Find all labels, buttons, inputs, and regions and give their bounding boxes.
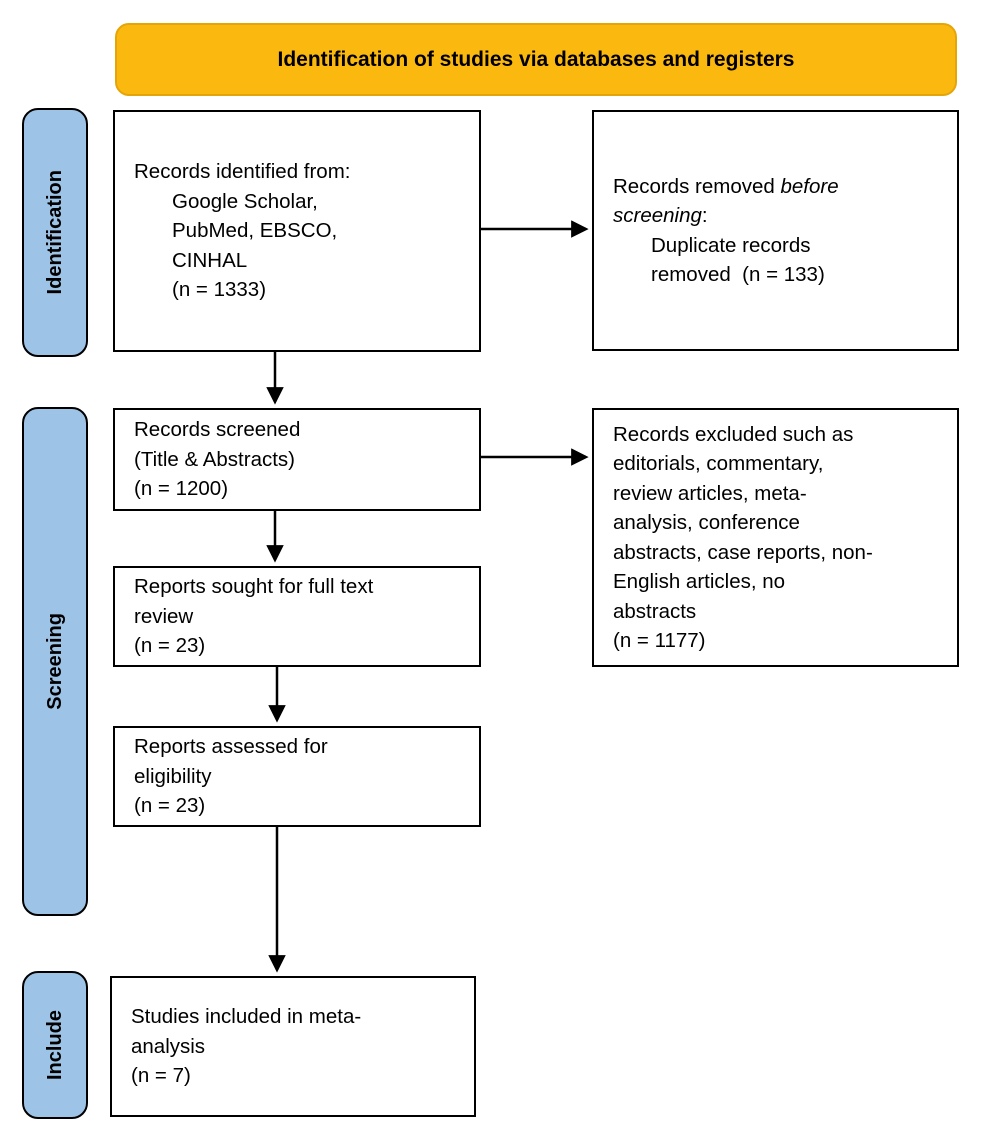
box-reports-sought: Reports sought for full text review (n =…	[113, 566, 481, 667]
stage-label-identification: Identification	[22, 108, 88, 357]
box-studies-included: Studies included in meta- analysis (n = …	[110, 976, 476, 1117]
records-removed-count: removed (n = 133)	[651, 263, 825, 286]
stage-label-include: Include	[22, 971, 88, 1119]
box-reports-assessed: Reports assessed for eligibility (n = 23…	[113, 726, 481, 827]
stage-label-screening: Screening	[22, 407, 88, 916]
records-identified-count: (n = 1333)	[172, 278, 267, 302]
banner-title-text: Identification of studies via databases …	[277, 47, 795, 71]
records-removed-heading-line2: screening:	[613, 201, 952, 231]
studies-included-line: analysis	[131, 1034, 206, 1058]
box-records-identified: Records identified from: Google Scholar,…	[113, 110, 481, 352]
records-excluded-line: analysis, conference	[613, 511, 800, 534]
reports-assessed-line: eligibility	[134, 764, 212, 788]
records-excluded-line: English articles, no	[613, 570, 786, 593]
records-identified-source: PubMed, EBSCO,	[172, 219, 338, 243]
records-excluded-count: (n = 1177)	[613, 629, 706, 652]
stage-label-screening-text: Screening	[43, 613, 66, 710]
studies-included-line: Studies included in meta-	[131, 1005, 362, 1029]
records-removed-heading-line1: Records removed before	[613, 172, 952, 202]
reports-sought-line: review	[134, 604, 194, 628]
reports-sought-line: Reports sought for full text	[134, 575, 374, 599]
studies-included-count: (n = 7)	[131, 1064, 191, 1088]
records-removed-italic-text: screening	[613, 204, 702, 227]
records-excluded-line: abstracts	[613, 599, 697, 623]
box-records-screened: Records screened (Title & Abstracts) (n …	[113, 408, 481, 511]
records-removed-text: Records removed	[613, 174, 781, 198]
stage-label-identification-text: Identification	[43, 170, 66, 295]
banner-title: Identification of studies via databases …	[115, 23, 957, 96]
records-excluded-line: Records excluded such as	[613, 422, 854, 446]
records-excluded-line: abstracts, case reports, non-	[613, 540, 873, 564]
records-removed-text: :	[701, 204, 708, 227]
records-identified-source: CINHAL	[172, 248, 248, 272]
records-identified-heading: Records identified from:	[134, 160, 351, 184]
records-screened-count: (n = 1200)	[134, 477, 229, 501]
reports-assessed-count: (n = 23)	[134, 794, 206, 818]
stage-label-include-text: Include	[43, 1009, 66, 1080]
box-records-excluded: Records excluded such as editorials, com…	[592, 408, 959, 667]
records-screened-line: Records screened	[134, 418, 301, 442]
records-excluded-line: editorials, commentary,	[613, 452, 824, 475]
records-excluded-line: review articles, meta-	[613, 481, 807, 505]
records-screened-line: (Title & Abstracts)	[134, 447, 295, 471]
records-removed-italic-text: before	[780, 174, 839, 198]
records-removed-detail: Duplicate records	[651, 233, 811, 257]
reports-sought-count: (n = 23)	[134, 634, 206, 658]
reports-assessed-line: Reports assessed for	[134, 735, 328, 759]
box-records-removed: Records removed before screening: Duplic…	[592, 110, 959, 351]
records-identified-source: Google Scholar,	[172, 189, 318, 213]
